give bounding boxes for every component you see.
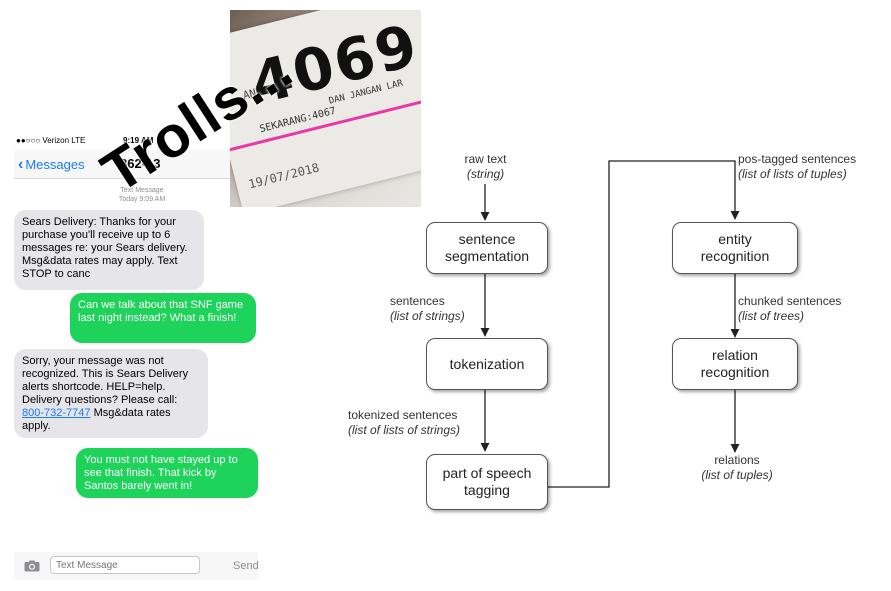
node-part-of-speech-tagging: part of speech tagging <box>426 454 548 510</box>
nav-bar: ‹Messages 862-13 <box>14 150 258 179</box>
label-tokenized-type: (list of lists of strings) <box>348 423 461 437</box>
message-text: Msg&data rates apply. <box>22 407 171 432</box>
message-bubble-incoming: Sears Delivery: Thanks for your purchase… <box>14 210 204 290</box>
nlp-pipeline-diagram: raw text (string) sentence segmentation … <box>340 140 885 520</box>
status-bar: ●●○○○ Verizon LTE 9:19 AM <box>14 136 258 148</box>
connector-tagging-to-entity <box>547 160 736 488</box>
message-input[interactable] <box>50 556 200 574</box>
camera-icon[interactable] <box>24 560 40 572</box>
phone-number-link[interactable]: 800-732-7747 <box>22 407 91 419</box>
imessage-screenshot: ●●○○○ Verizon LTE 9:19 AM ‹Messages 862-… <box>14 130 258 585</box>
message-bubble-incoming: Sorry, your message was not recognized. … <box>14 349 208 438</box>
queue-ticket-photo: ANDA: 4069 SEKARANG:4067 DAN JANGAN LAR … <box>230 10 421 207</box>
label-raw-text: raw text (string) <box>448 152 523 182</box>
send-button[interactable]: Send <box>233 560 258 572</box>
ticket-date: 19/07/2018 <box>247 160 321 192</box>
message-bubble-outgoing: Can we talk about that SNF game last nig… <box>70 293 256 343</box>
node-relation-recognition: relation recognition <box>672 338 798 390</box>
compose-bar: Send <box>14 552 258 580</box>
conversation-title: 862-13 <box>120 156 161 171</box>
back-label: Messages <box>25 157 85 172</box>
message-text: Sorry, your message was not recognized. … <box>22 355 189 406</box>
timestamp-line-2: Today 9:09 AM <box>118 196 166 203</box>
message-timestamp: Text Message Today 9:09 AM <box>112 186 172 204</box>
timestamp-line-1: Text Message <box>120 187 164 194</box>
chevron-left-icon: ‹ <box>18 156 24 173</box>
messages-back-button[interactable]: ‹Messages <box>18 156 85 174</box>
label-relations-type: (list of tuples) <box>701 468 773 482</box>
label-chunked-sentences: chunked sentences (list of trees) <box>738 294 863 324</box>
node-entity-recognition: entity recognition <box>672 222 798 274</box>
message-bubble-outgoing: You must not have stayed up to see that … <box>76 448 258 498</box>
label-relations: relations (list of tuples) <box>692 453 782 483</box>
label-sentences: sentences (list of strings) <box>390 294 485 324</box>
node-tokenization: tokenization <box>426 338 548 390</box>
label-raw-text-type: (string) <box>466 167 505 181</box>
label-tokenized-sentences: tokenized sentences (list of lists of st… <box>348 408 483 438</box>
node-sentence-segmentation: sentence segmentation <box>426 222 548 274</box>
label-pos-tagged-sentences: pos-tagged sentences (list of lists of t… <box>738 152 883 182</box>
carrier-label: ●●○○○ Verizon LTE <box>16 136 86 145</box>
diagram-connectors <box>480 160 740 488</box>
label-sentences-type: (list of strings) <box>390 309 465 323</box>
label-chunked-type: (list of trees) <box>738 309 805 323</box>
label-pos-tagged-type: (list of lists of tuples) <box>738 167 847 181</box>
status-time: 9:19 AM <box>123 136 154 145</box>
